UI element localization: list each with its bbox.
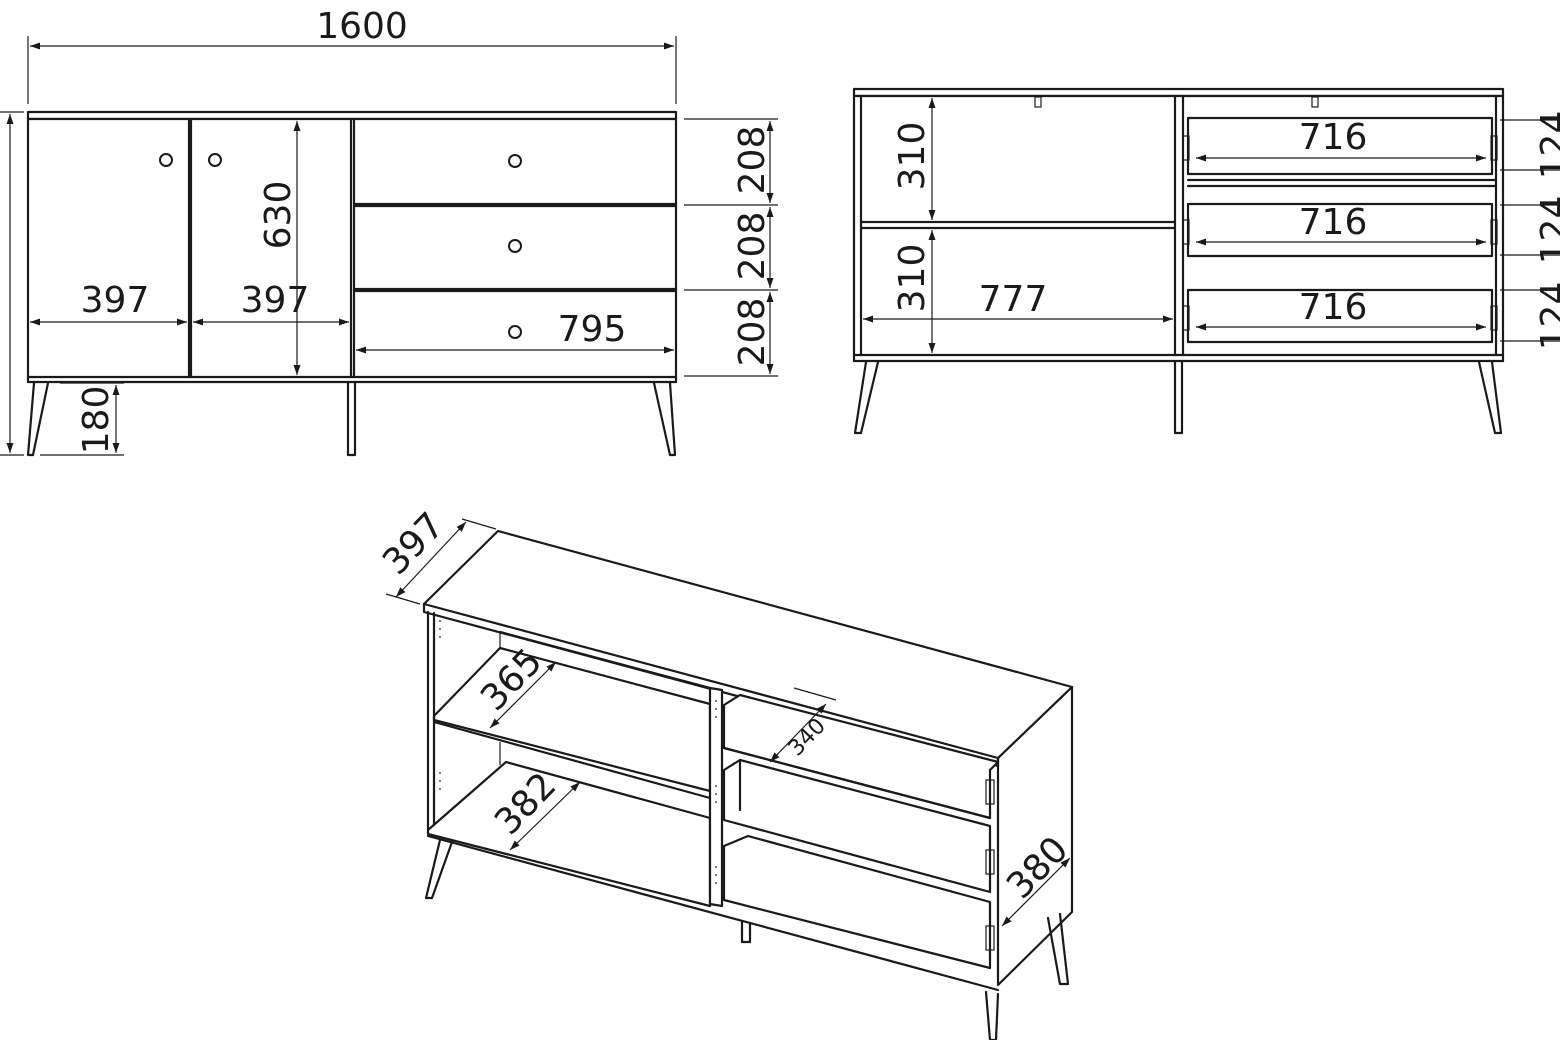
iso-view: 397 365 382 340 380: [375, 505, 1076, 1040]
inner-view: 310 310 777 716 716 716 124 124 124: [852, 87, 1560, 435]
iso-leg-middle: [740, 920, 752, 944]
dim-upper-shelf-depth: [489, 661, 557, 729]
iso-drawer-2: [722, 758, 992, 894]
label-drawer-2-inner-width: 716: [1299, 202, 1368, 243]
label-door-left-width: 397: [81, 280, 150, 321]
label-drawer-2-height: 208: [732, 212, 773, 281]
door-left-knob: [159, 153, 173, 167]
drawer-2-knob: [508, 239, 522, 253]
label-total-width: 1600: [316, 6, 408, 47]
front-view: 1600 397 397 630 795 208 208 208 180: [0, 6, 778, 457]
inner-leg-middle: [1173, 360, 1184, 435]
dim-lower-shelf-depth: [509, 781, 581, 851]
iso-drawer-3: [722, 834, 992, 970]
label-drawer-3-inner-height: 124: [1534, 282, 1560, 351]
drawer-3-knob: [508, 325, 522, 339]
inner-drawer-3: [1186, 288, 1494, 344]
label-drawer-1-height: 208: [732, 126, 773, 195]
iso-lower-shelf: [426, 760, 712, 908]
front-leg-right: [652, 381, 677, 457]
inner-leg-left: [853, 360, 880, 435]
label-leg-height: 180: [76, 386, 117, 455]
label-drawer-1-inner-height: 124: [1534, 111, 1560, 180]
iso-partition: [708, 686, 724, 908]
dim-side-depth: [1001, 857, 1071, 927]
inner-drawer-1: [1186, 116, 1494, 176]
label-shelf-upper-height: 310: [892, 122, 933, 191]
front-leg-middle: [346, 381, 357, 457]
drawer-1-knob: [508, 154, 522, 168]
label-drawer-3-inner-width: 716: [1299, 287, 1368, 328]
iso-leg-front-right: [984, 990, 1000, 1040]
label-drawer-width: 795: [558, 309, 627, 350]
label-depth: 397: [375, 505, 452, 583]
inner-drawer-2: [1186, 202, 1494, 258]
latch-right: [1311, 96, 1319, 108]
label-shelf-lower-height: 310: [892, 244, 933, 313]
front-leg-left: [26, 381, 50, 457]
label-door-right-width: 397: [241, 280, 310, 321]
label-drawer-3-height: 208: [732, 298, 773, 367]
dim-drawer-depth: [769, 703, 827, 763]
dim-depth: [395, 521, 467, 598]
latch-left: [1034, 96, 1042, 108]
label-door-height: 630: [258, 181, 299, 250]
iso-leg-front-left: [424, 838, 454, 900]
door-right-knob: [208, 153, 222, 167]
iso-leg-back-right: [1046, 912, 1070, 986]
label-drawer-1-inner-width: 716: [1299, 117, 1368, 158]
label-compartment-width: 777: [979, 279, 1048, 320]
inner-leg-right: [1477, 360, 1503, 435]
label-drawer-2-inner-height: 124: [1534, 196, 1560, 265]
